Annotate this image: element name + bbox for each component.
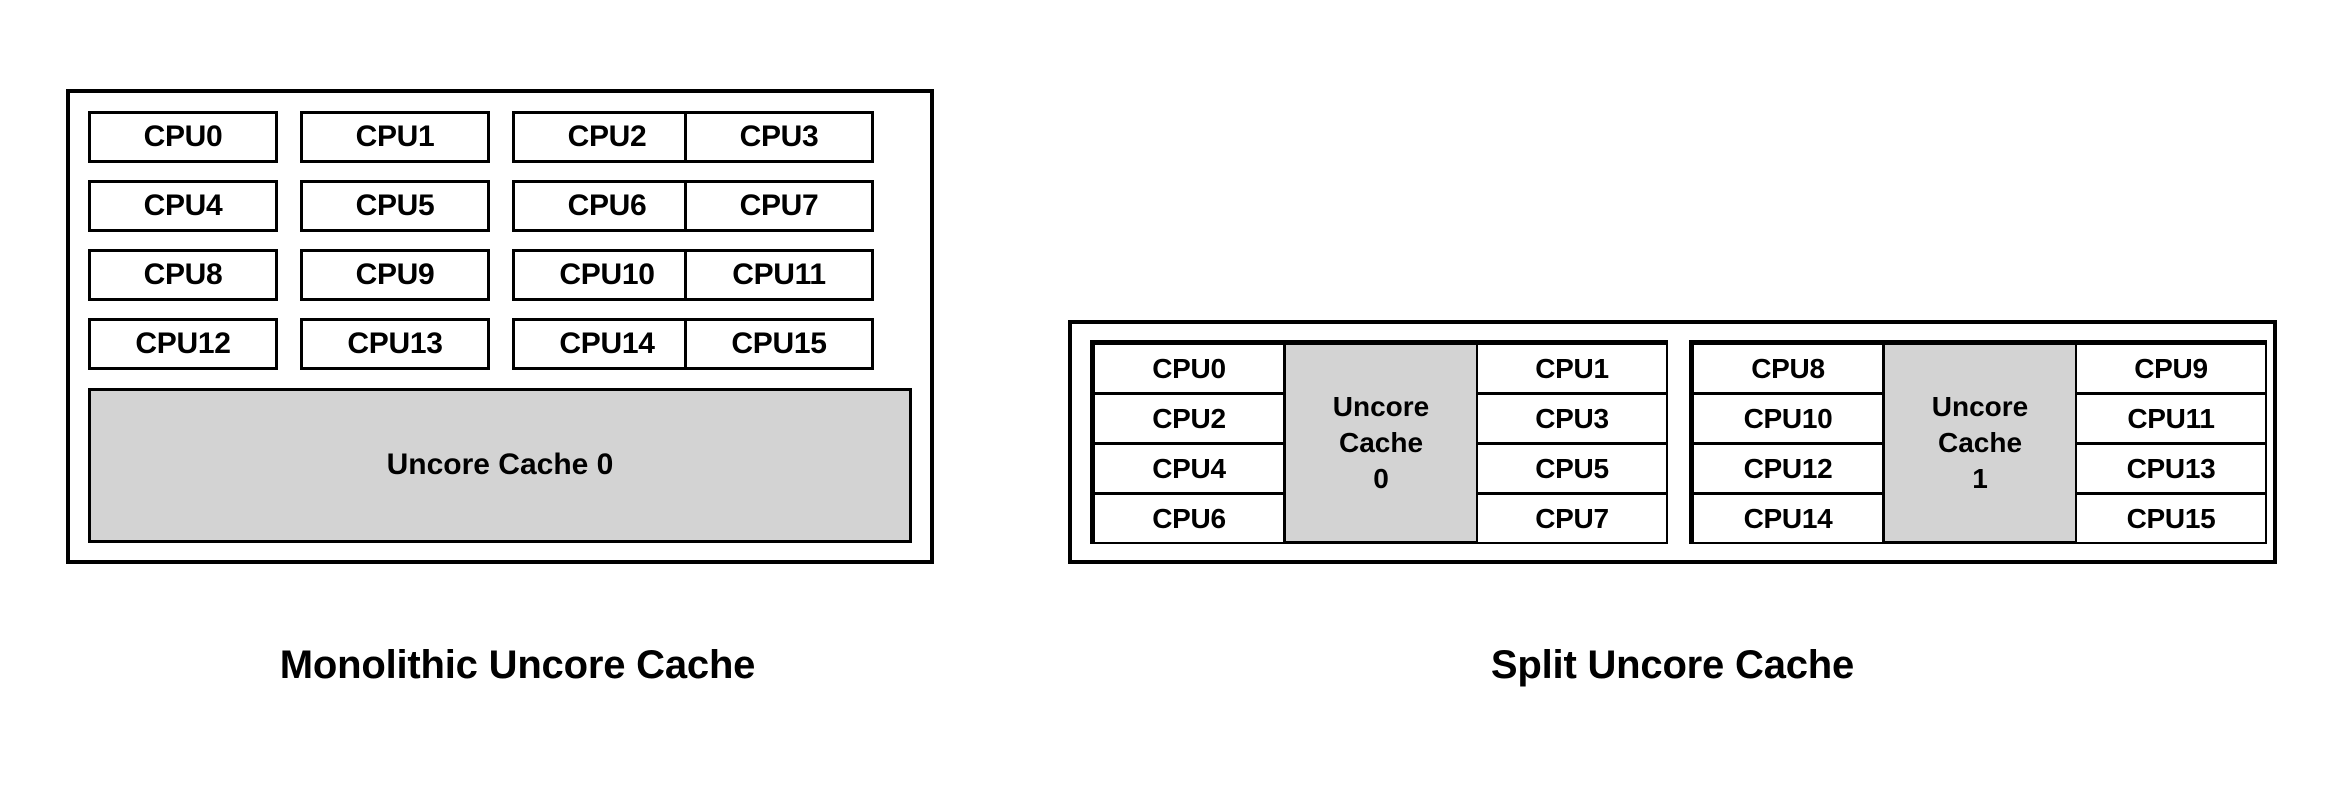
uncore-cache-1-block: Uncore Cache 1 (1883, 343, 2077, 543)
cpu-box-cpu4: CPU4 (88, 180, 278, 232)
uncore-cache-0-line2: Cache (1338, 427, 1424, 459)
cpu-box-cpu5: CPU5 (1476, 443, 1668, 494)
cpu-box-cpu1: CPU1 (300, 111, 490, 163)
cpu-box-cpu9: CPU9 (2075, 343, 2267, 394)
uncore-cache-0-line1: Uncore (1332, 391, 1430, 423)
split-group-0: CPU0 CPU2 CPU4 CPU6 Uncore Cache 0 CPU1 … (1090, 340, 1668, 544)
cpu-box-cpu3: CPU3 (684, 111, 874, 163)
cpu-box-cpu6: CPU6 (512, 180, 702, 232)
cpu-box-cpu5: CPU5 (300, 180, 490, 232)
cpu-box-cpu10: CPU10 (1692, 393, 1884, 444)
cpu-box-cpu12: CPU12 (1692, 443, 1884, 494)
split-uncore-cache-figure: CPU0 CPU2 CPU4 CPU6 Uncore Cache 0 CPU1 … (1000, 0, 2348, 802)
cpu-box-cpu9: CPU9 (300, 249, 490, 301)
cpu-box-cpu3: CPU3 (1476, 393, 1668, 444)
cpu-box-cpu8: CPU8 (88, 249, 278, 301)
cpu-box-cpu2: CPU2 (512, 111, 702, 163)
uncore-cache-1-line3: 1 (1972, 462, 1988, 494)
uncore-cache-0-block: Uncore Cache 0 (1284, 343, 1478, 543)
cpu-box-cpu14: CPU14 (1692, 493, 1884, 544)
cpu-box-cpu12: CPU12 (88, 318, 278, 370)
cpu-box-cpu15: CPU15 (684, 318, 874, 370)
cpu-box-cpu13: CPU13 (300, 318, 490, 370)
monolithic-uncore-cache-figure: CPU0 CPU1 CPU2 CPU3 CPU4 CPU5 CPU6 CPU7 … (0, 0, 1000, 802)
cpu-box-cpu13: CPU13 (2075, 443, 2267, 494)
cpu-box-cpu0: CPU0 (88, 111, 278, 163)
cpu-box-cpu15: CPU15 (2075, 493, 2267, 544)
uncore-cache-0-block: Uncore Cache 0 (88, 388, 912, 543)
split-group-1: CPU8 CPU10 CPU12 CPU14 Uncore Cache 1 CP… (1689, 340, 2267, 544)
uncore-cache-1-line2: Cache (1937, 427, 2023, 459)
monolithic-caption: Monolithic Uncore Cache (279, 643, 756, 687)
uncore-cache-0-line3: 0 (1373, 462, 1389, 494)
cpu-box-cpu7: CPU7 (684, 180, 874, 232)
cpu-box-cpu6: CPU6 (1093, 493, 1285, 544)
cpu-box-cpu14: CPU14 (512, 318, 702, 370)
uncore-cache-1-line1: Uncore (1931, 391, 2029, 423)
cpu-box-cpu8: CPU8 (1692, 343, 1884, 394)
cpu-box-cpu2: CPU2 (1093, 393, 1285, 444)
cpu-box-cpu10: CPU10 (512, 249, 702, 301)
cpu-box-cpu1: CPU1 (1476, 343, 1668, 394)
cpu-box-cpu11: CPU11 (2075, 393, 2267, 444)
cpu-box-cpu7: CPU7 (1476, 493, 1668, 544)
cpu-box-cpu4: CPU4 (1093, 443, 1285, 494)
cpu-box-cpu11: CPU11 (684, 249, 874, 301)
cpu-box-cpu0: CPU0 (1093, 343, 1285, 394)
split-caption: Split Uncore Cache (1490, 643, 1855, 687)
